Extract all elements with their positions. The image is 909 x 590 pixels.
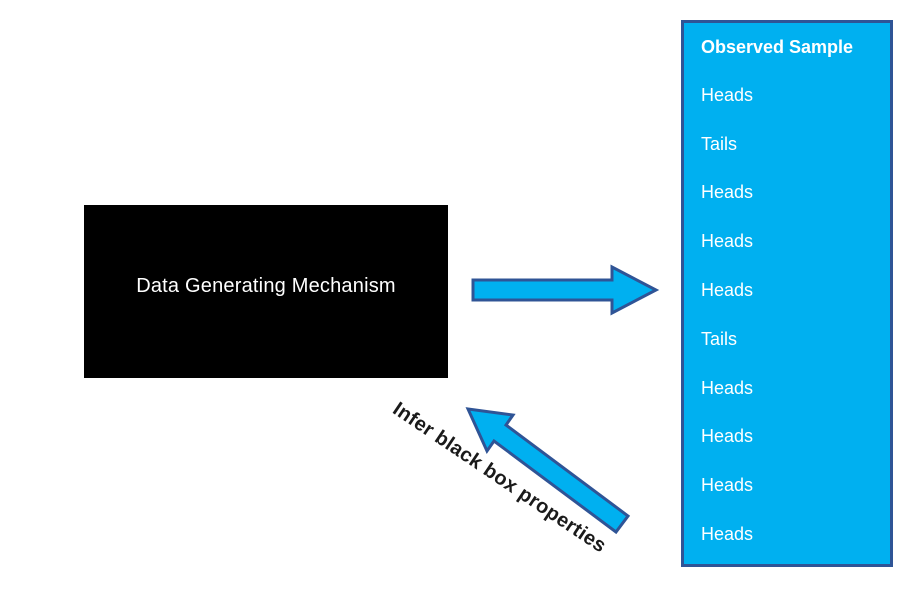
data-generating-mechanism-label: Data Generating Mechanism <box>136 275 396 297</box>
flow-right-arrow-icon <box>471 264 660 316</box>
sample-item: Heads <box>701 377 754 398</box>
sample-item: Heads <box>701 280 754 301</box>
observed-sample-title: Observed Sample <box>701 36 854 57</box>
sample-item: Heads <box>701 182 754 203</box>
infer-black-box-properties-label: Infer black box properties <box>388 398 611 558</box>
sample-item: Tails <box>701 328 738 349</box>
sample-item: Heads <box>701 475 754 496</box>
sample-item: Heads <box>701 231 754 252</box>
observed-sample-box: Observed Sample Heads Tails Heads Heads … <box>681 20 893 567</box>
sample-item: Tails <box>701 133 738 154</box>
sample-item: Heads <box>701 84 754 105</box>
sample-item: Heads <box>701 524 754 545</box>
sample-item: Heads <box>701 426 754 447</box>
data-generating-mechanism-box: Data Generating Mechanism <box>84 205 448 378</box>
